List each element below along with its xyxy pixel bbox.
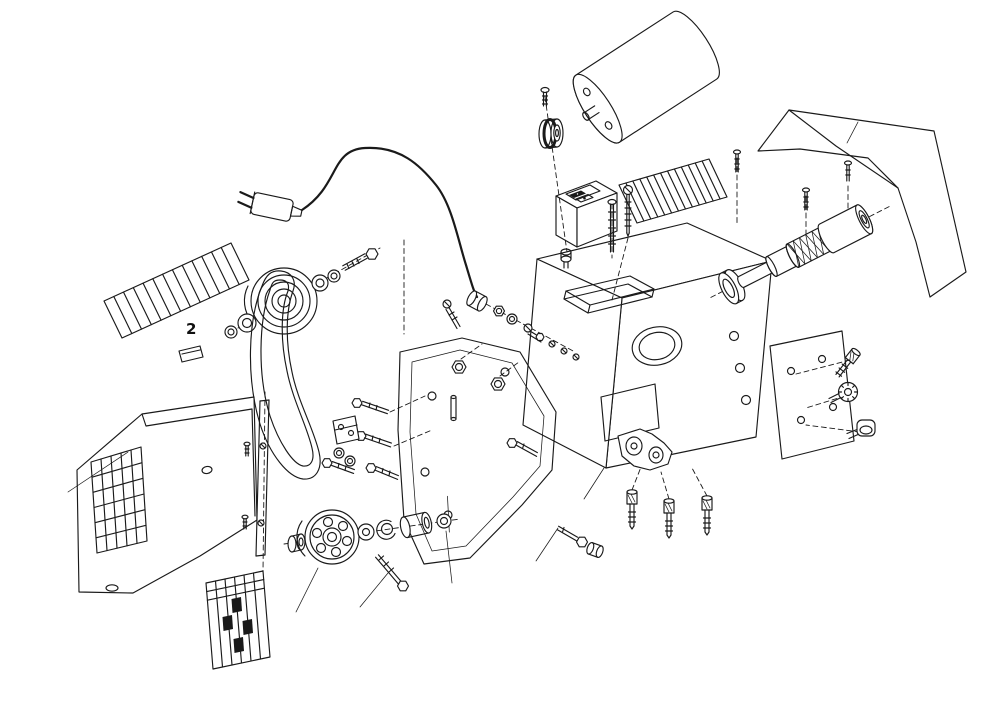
- retainer-clip: [178, 345, 204, 363]
- pulley-bolt: [342, 248, 379, 271]
- cord-grommet: [466, 290, 488, 312]
- cord-nut: [492, 305, 506, 317]
- pulley-bolt-long: [359, 554, 410, 608]
- mounting-plate: [397, 337, 557, 565]
- retaining-ring: [376, 519, 396, 540]
- terminal-screws: [535, 332, 580, 361]
- hinge-strip: [255, 399, 270, 557]
- cover-screw-b: [801, 187, 811, 211]
- power-switch: [555, 180, 618, 269]
- spacer-bushing: [399, 511, 433, 539]
- spindle-shaft: [710, 204, 890, 305]
- motor-bracket: [617, 428, 673, 471]
- switch-mount-screw: [622, 184, 634, 237]
- belt-guard-cover: [757, 109, 967, 298]
- spoked-pulley: [295, 509, 360, 613]
- machine-base-housing: [522, 222, 773, 500]
- dowel-pin: [450, 394, 457, 422]
- plate-bolts: [321, 398, 589, 562]
- side-window-panel: [769, 330, 855, 460]
- knurled-knob: [828, 381, 859, 404]
- motor-mount-screw: [540, 86, 550, 107]
- stepped-pulley: [243, 267, 318, 335]
- hex-nut-a: [451, 360, 467, 374]
- flat-washer: [357, 523, 375, 541]
- cover-screw-c: [843, 160, 853, 182]
- angle-bracket: [332, 415, 360, 445]
- spec-sticker: [205, 570, 271, 670]
- cover-screw-a: [732, 149, 742, 173]
- vent-grille-top: [618, 158, 728, 224]
- callout-2-label: 2: [186, 320, 196, 338]
- plate-washers: [333, 447, 356, 467]
- electric-motor: [572, 10, 720, 144]
- hinge-screws: [241, 441, 251, 530]
- bushing: [436, 513, 453, 584]
- side-cover: [67, 396, 258, 594]
- cap-knob: [846, 419, 876, 440]
- power-cord: [300, 146, 479, 299]
- set-screw: [442, 299, 461, 330]
- cord-washer: [506, 313, 518, 325]
- panel-screw: [835, 347, 861, 378]
- run-capacitor: [538, 118, 564, 149]
- spacer-sleeve: [447, 495, 604, 559]
- bracket-screws: [626, 489, 713, 539]
- stud-screw: [607, 198, 617, 253]
- callout-2: 2: [178, 320, 204, 363]
- power-plug: [237, 191, 303, 222]
- vent-grille-left: [103, 242, 250, 339]
- cover-grid-decal: [90, 446, 148, 554]
- hex-nut-b: [490, 377, 506, 391]
